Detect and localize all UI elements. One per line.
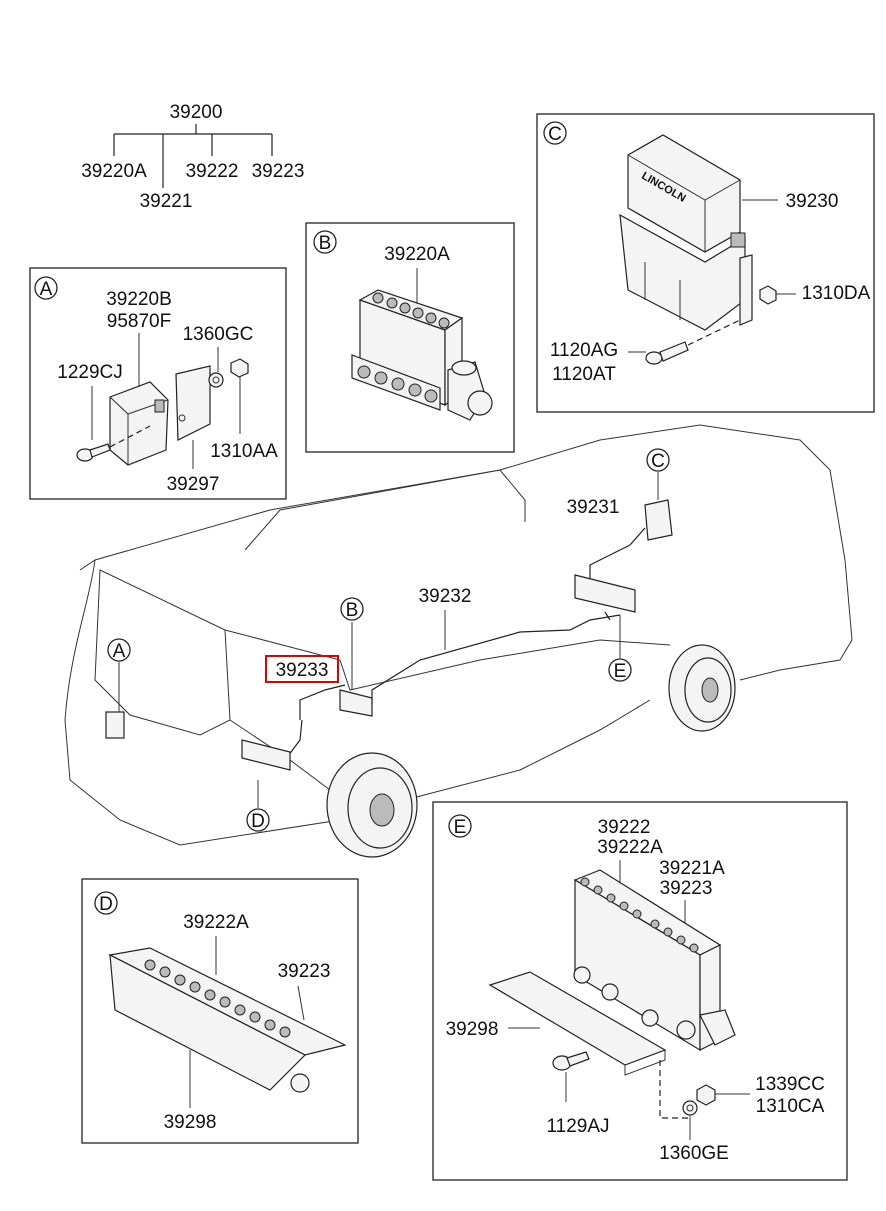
vehicle-label-39231[interactable]: 39231 xyxy=(567,497,620,518)
fuse-block-b xyxy=(351,289,493,421)
panel-a-label-39220B[interactable]: 39220B xyxy=(106,289,172,310)
fuse-block-location-b xyxy=(339,689,373,717)
vehicle-callout-b: B xyxy=(346,600,359,621)
panel-b-callout: B xyxy=(319,233,332,254)
panel-c-label-1310DA[interactable]: 1310DA xyxy=(802,283,871,304)
relay-location-a xyxy=(105,711,125,739)
lincoln-control-unit: LINCOLN xyxy=(619,134,753,331)
panel-c-label-1120AT[interactable]: 1120AT xyxy=(552,364,616,385)
panel-e-label-1129AJ[interactable]: 1129AJ xyxy=(546,1116,609,1137)
nut-icon xyxy=(759,285,777,305)
vehicle-callout-d: D xyxy=(251,811,265,832)
vehicle-label-39233[interactable]: 39233 xyxy=(276,660,329,681)
panel-e-label-39223[interactable]: 39223 xyxy=(660,878,713,899)
bracket-plate xyxy=(175,365,211,441)
highlight-box-39233 xyxy=(265,655,339,683)
rear-wheel xyxy=(668,644,736,732)
vehicle-label-39232[interactable]: 39232 xyxy=(419,586,472,607)
panel-a-label-1310AA[interactable]: 1310AA xyxy=(210,441,278,462)
tree-child-39221[interactable]: 39221 xyxy=(140,191,193,212)
panel-b-label-39220A[interactable]: 39220A xyxy=(384,244,450,265)
panel-e: E 39222 39222A 39221A 39223 39298 1 xyxy=(432,801,848,1181)
panel-e-label-39298[interactable]: 39298 xyxy=(446,1019,499,1040)
panel-e-label-1339CC[interactable]: 1339CC xyxy=(755,1074,825,1095)
part-tree: 39200 39220A 39221 39222 39223 xyxy=(81,102,304,212)
washer-icon xyxy=(208,372,224,388)
nut-icon xyxy=(696,1084,716,1106)
tree-root-label[interactable]: 39200 xyxy=(170,102,223,123)
panel-e-label-39222A[interactable]: 39222A xyxy=(597,837,663,858)
panel-a-label-1360GC[interactable]: 1360GC xyxy=(183,324,254,345)
panel-e-label-1310CA[interactable]: 1310CA xyxy=(756,1096,825,1117)
panel-c: C LINCOLN 39230 1310DA 1120AG 1120AT xyxy=(536,113,875,413)
panel-d-callout: D xyxy=(99,894,113,915)
panel-c-callout: C xyxy=(548,124,562,145)
washer-icon xyxy=(682,1100,698,1116)
tree-child-39223[interactable]: 39223 xyxy=(252,161,305,182)
panel-a-label-1229CJ[interactable]: 1229CJ xyxy=(57,362,123,383)
panel-e-callout: E xyxy=(454,817,467,838)
vehicle-outline xyxy=(64,424,853,858)
vehicle-callout-a: A xyxy=(113,641,126,662)
panel-e-label-39221A[interactable]: 39221A xyxy=(659,858,725,879)
fuse-block-location-d xyxy=(241,739,291,771)
panel-a-label-39297[interactable]: 39297 xyxy=(167,474,220,495)
panel-d: D 39222A 39223 39298 xyxy=(81,878,359,1144)
wire-harness xyxy=(284,527,646,761)
relay-module xyxy=(109,381,169,466)
bolt-icon xyxy=(552,1051,590,1071)
vehicle-callout-e: E xyxy=(614,661,627,682)
panel-a-callout: A xyxy=(40,279,53,300)
panel-a: A 39220B 95870F 1360GC 1229CJ 1310AA 392… xyxy=(29,267,287,500)
bolt-icon xyxy=(645,341,689,365)
panel-c-label-39230[interactable]: 39230 xyxy=(786,191,839,212)
panel-a-label-95870F[interactable]: 95870F xyxy=(107,311,171,332)
tree-child-39222[interactable]: 39222 xyxy=(186,161,239,182)
panel-c-label-1120AG[interactable]: 1120AG xyxy=(550,340,618,361)
fuse-block-e xyxy=(573,869,736,1052)
panel-d-label-39223[interactable]: 39223 xyxy=(278,961,331,982)
front-wheel xyxy=(326,752,418,858)
vehicle-callout-c: C xyxy=(651,451,665,472)
panel-d-label-39222A[interactable]: 39222A xyxy=(183,912,249,933)
panel-e-label-1360GE[interactable]: 1360GE xyxy=(659,1143,729,1164)
fuse-block-d xyxy=(108,947,347,1093)
control-unit-location-c xyxy=(644,499,673,541)
tree-child-39220A[interactable]: 39220A xyxy=(81,161,147,182)
panel-e-label-39222[interactable]: 39222 xyxy=(598,817,651,838)
nut-icon xyxy=(230,358,249,378)
screw-icon xyxy=(76,425,151,462)
panel-b: B 39220A xyxy=(305,222,515,453)
fuse-block-location-e xyxy=(574,574,636,613)
panel-d-label-39298[interactable]: 39298 xyxy=(164,1112,217,1133)
